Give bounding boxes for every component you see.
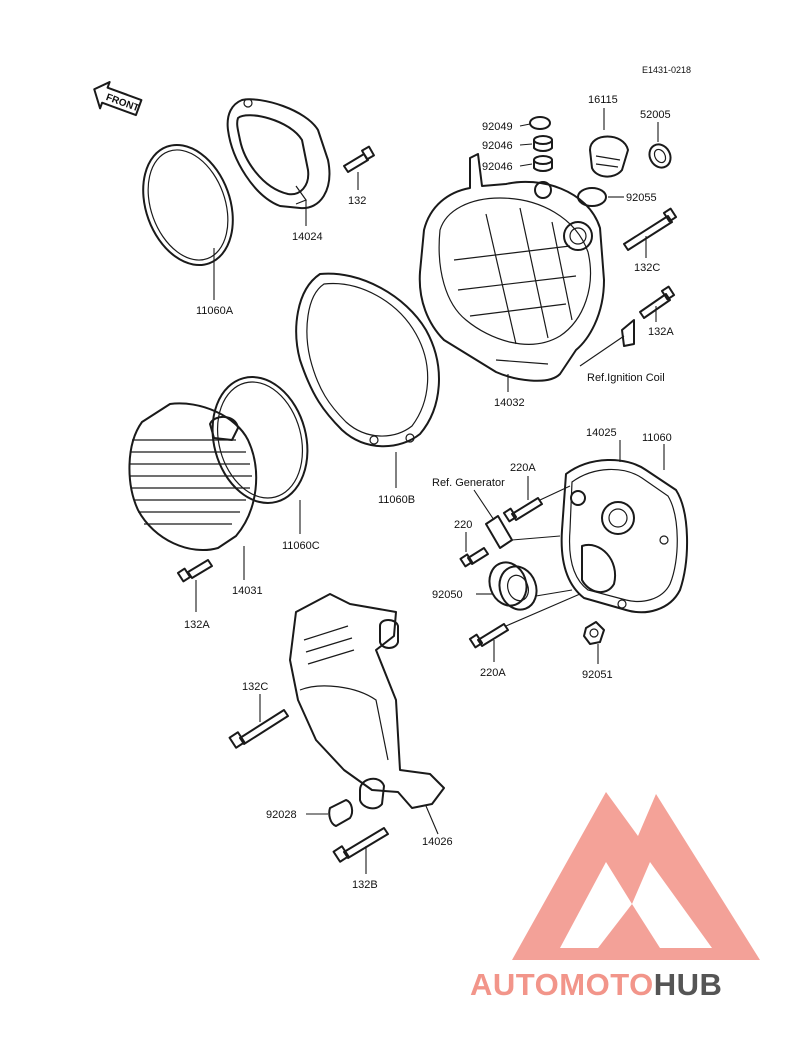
cover-14025 [560, 440, 689, 614]
watermark-brand: AUTOMOTOHUB [470, 967, 722, 1002]
label-132a-top: 132A [648, 326, 674, 338]
watermark-logo [512, 792, 760, 960]
label-92028: 92028 [266, 809, 297, 821]
label-92046-a: 92046 [482, 140, 513, 152]
bolt-132c-bottom [228, 694, 289, 749]
cover-14026 [289, 593, 445, 835]
label-11060: 11060 [642, 432, 672, 444]
label-132c-top: 132C [634, 262, 660, 274]
seal-52005 [648, 143, 672, 169]
label-14032: 14032 [494, 397, 525, 409]
label-14031: 14031 [232, 585, 263, 597]
label-92050: 92050 [432, 589, 463, 601]
label-220a-bottom: 220A [480, 667, 506, 679]
ref-generator: Ref. Generator [432, 477, 505, 489]
label-92055: 92055 [626, 192, 657, 204]
label-14026: 14026 [422, 836, 453, 848]
bolt-220 [459, 532, 489, 568]
label-11060a: 11060A [196, 305, 234, 317]
bolt-132a-left [176, 559, 213, 612]
bolt-132a-top [639, 285, 676, 322]
collar-92046-a [533, 135, 553, 152]
cover-14032 [418, 153, 605, 392]
collar-92028 [306, 799, 354, 827]
label-92049: 92049 [482, 121, 513, 133]
washer-92049 [529, 116, 551, 130]
gasket-11060b [295, 272, 440, 488]
label-11060b: 11060B [378, 494, 415, 506]
label-16115: 16115 [588, 94, 618, 106]
label-11060c: 11060C [282, 540, 320, 552]
bolt-132 [343, 145, 375, 190]
label-14024: 14024 [292, 231, 323, 243]
bolt-132c-top [623, 207, 678, 258]
ref-ignition-coil: Ref.Ignition Coil [587, 372, 665, 384]
nut-92051 [583, 621, 605, 664]
collar-92046-b [533, 155, 553, 172]
watermark-triangle-icon [512, 792, 760, 960]
label-220: 220 [454, 519, 472, 531]
label-14025: 14025 [586, 427, 617, 439]
o-ring-92055 [577, 187, 607, 207]
ignition-coil-bracket [621, 319, 635, 347]
bolt-220a-bottom [468, 593, 581, 662]
label-132: 132 [348, 195, 366, 207]
label-132b: 132B [352, 879, 378, 891]
label-52005: 52005 [640, 109, 671, 121]
cover-14031 [128, 402, 258, 580]
bolt-132b [332, 827, 389, 874]
front-arrow-icon: FRONT [93, 81, 143, 117]
seal-92050 [476, 561, 573, 611]
label-132a-left: 132A [184, 619, 210, 631]
cap-16115 [589, 135, 629, 178]
label-92046-b: 92046 [482, 161, 513, 173]
gasket-11060c [211, 376, 309, 534]
label-92051: 92051 [582, 669, 613, 681]
label-220a-top: 220A [510, 462, 536, 474]
gasket-11060a [142, 143, 234, 300]
diagram-code: E1431-0218 [642, 65, 691, 75]
bolt-220a-top [502, 476, 571, 523]
watermark-brand-hub: HUB [654, 967, 723, 1002]
label-132c-bottom: 132C [242, 681, 268, 693]
watermark-brand-auto: AUTOMOTO [470, 967, 654, 1002]
cover-14024 [226, 98, 331, 226]
